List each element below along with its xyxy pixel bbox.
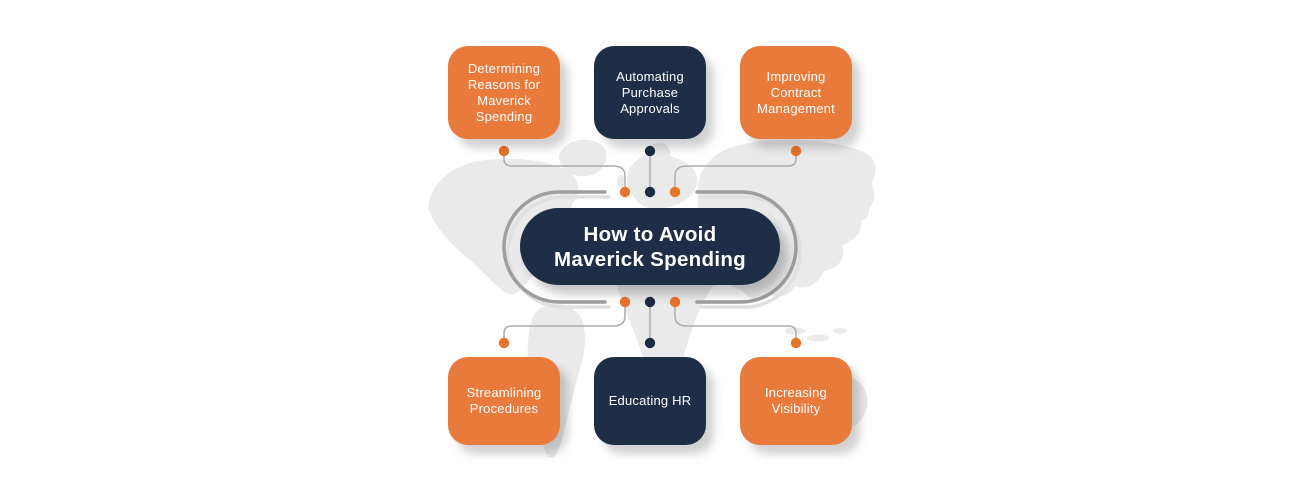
node-automating-purchase-approvals: Automating Purchase Approvals	[594, 46, 706, 139]
node-streamlining-procedures: Streamlining Procedures	[448, 357, 560, 445]
connector-dots	[498, 145, 802, 349]
node-label: Determining Reasons for Maverick Spendin…	[467, 60, 541, 124]
node-label: Increasing Visibility	[765, 385, 827, 416]
dot-ring-bottom-center	[644, 296, 656, 308]
map-indonesia-2	[807, 334, 829, 342]
dot-top-center-node	[644, 145, 656, 157]
dot-ring-top-left	[619, 186, 631, 198]
connector-bottom-right	[674, 307, 797, 338]
node-determining-reasons: Determining Reasons for Maverick Spendin…	[448, 46, 560, 139]
dot-ring-top-right	[669, 186, 681, 198]
node-label: Automating Purchase Approvals	[616, 68, 684, 116]
dot-ring-bottom-right	[669, 296, 681, 308]
dot-bottom-left-node	[498, 337, 510, 349]
map-japan	[853, 203, 870, 221]
map-indonesia-3	[833, 328, 847, 334]
dot-top-right-node	[790, 145, 802, 157]
node-educating-hr: Educating HR	[594, 357, 706, 445]
node-improving-contract-management: Improving Contract Management	[740, 46, 852, 139]
node-increasing-visibility: Increasing Visibility	[740, 357, 852, 445]
center-ring-shadow	[506, 195, 802, 309]
connector-top-left	[503, 156, 626, 187]
map-greenland	[559, 139, 607, 177]
dot-ring-top-center	[644, 186, 656, 198]
connector-bottom-left	[503, 307, 626, 338]
map-uk	[617, 175, 625, 187]
node-label: Streamlining Procedures	[466, 385, 542, 416]
dot-top-left-node	[498, 145, 510, 157]
connector-top-right	[674, 156, 797, 187]
dot-bottom-center-node	[644, 337, 656, 349]
node-label: Educating HR	[608, 393, 692, 408]
connector-lines	[503, 156, 797, 338]
center-title-line1: How to Avoid	[583, 222, 717, 246]
map-indonesia-1	[785, 327, 805, 335]
node-label: Improving Contract Management	[757, 68, 835, 116]
dot-ring-bottom-left	[619, 296, 631, 308]
center-ring	[502, 190, 802, 309]
center-title-line2: Maverick Spending	[554, 247, 746, 271]
dot-bottom-right-node	[790, 337, 802, 349]
center-ring-line	[502, 190, 798, 304]
center-node: How to Avoid Maverick Spending	[520, 208, 780, 285]
